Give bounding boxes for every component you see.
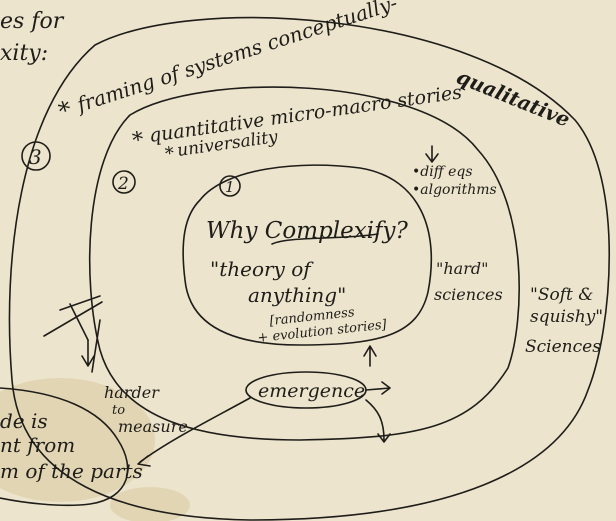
- ring-2-asterisk-b: *: [164, 143, 176, 165]
- harder-note-line1: harder: [104, 383, 160, 402]
- ring-1-number: 1: [225, 178, 235, 196]
- ring-3-side-line3: Sciences: [525, 337, 601, 357]
- emergence-right-arrow: [365, 381, 391, 395]
- scratch-lines: [43, 295, 103, 373]
- ring-2-asterisk-a: *: [131, 127, 146, 154]
- emergence-left-arrow: [137, 397, 251, 467]
- ring-1-quote-line2: anything": [248, 283, 346, 307]
- ring-3-asterisk: *: [55, 95, 75, 125]
- paper-stain: [0, 378, 155, 502]
- paper-stain-small: [110, 487, 190, 521]
- ring-2-sub-item-2: •algorithms: [412, 182, 497, 198]
- ring-1-number-circle: [219, 175, 241, 197]
- left-note-line3: m of the parts: [0, 459, 143, 483]
- ring-2-number-circle: [112, 170, 136, 194]
- ring-3-number: 3: [29, 145, 42, 169]
- title-underline: [271, 233, 379, 245]
- ring-2-side-line2: sciences: [434, 285, 503, 304]
- corner-note-line1: es for: [0, 9, 65, 34]
- ring-2-number: 2: [117, 174, 129, 194]
- ring-1-quote-line1: "theory of: [210, 257, 314, 281]
- emergence-down-arrow: [365, 399, 391, 443]
- harder-arrow: [81, 339, 95, 367]
- harder-note-line2: to: [112, 403, 125, 418]
- ring-2-label-a: quantitative micro-macro stories: [148, 81, 464, 147]
- ring-3-side-line2: squishy": [530, 307, 603, 327]
- emergence-up-arrow: [363, 345, 377, 367]
- ring-2-sub-item-1: •diff eqs: [412, 164, 473, 180]
- ring-1-title: Why Complexify?: [206, 218, 409, 244]
- ring-3-number-circle: [21, 141, 51, 171]
- ring-1-outline: [182, 164, 433, 346]
- ring-3-outline: [8, 16, 611, 521]
- harder-note-line3: measure: [118, 417, 188, 436]
- ring-2-down-arrow: [425, 145, 439, 163]
- left-note-line2: nt from: [0, 433, 75, 457]
- emergence-label: emergence: [258, 380, 365, 402]
- ring-2-side-line1: "hard": [436, 259, 488, 278]
- left-note-line1: de is: [0, 409, 48, 433]
- ring-2-outline: [88, 86, 520, 441]
- corner-note-line2: xity:: [0, 41, 48, 66]
- left-note-bubble: [0, 387, 129, 507]
- ring-3-side-line1: "Soft &: [530, 285, 593, 305]
